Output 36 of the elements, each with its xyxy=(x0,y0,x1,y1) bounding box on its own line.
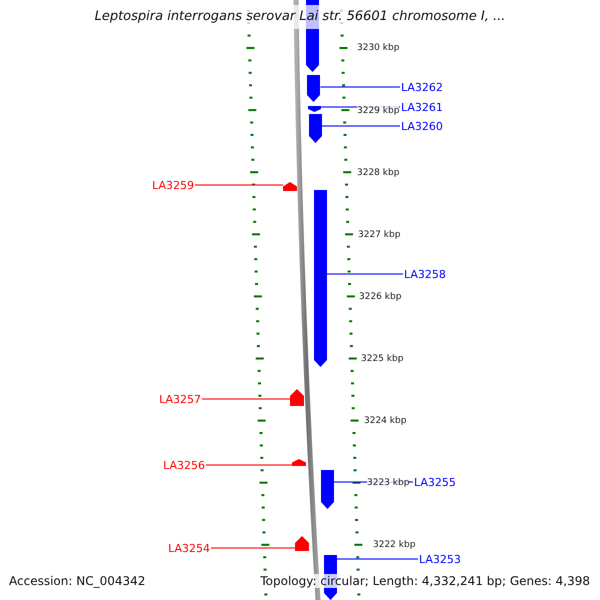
footer-text: Accession: NC_004342 xyxy=(9,574,146,588)
gene-marker xyxy=(308,114,322,143)
gene-label: LA3257 xyxy=(159,392,201,406)
gene-label: LA3254 xyxy=(168,542,210,554)
scale-label: 3224 kbp xyxy=(364,416,406,426)
gene-marker xyxy=(320,470,334,509)
title: Leptospira interrogans serovar Lai str. 56601 chromosome I, ... xyxy=(94,9,506,24)
gene-marker xyxy=(307,75,320,102)
scale-label: 3226 kbp xyxy=(359,292,402,302)
gene-label: LA3255 xyxy=(414,476,456,488)
gene-marker xyxy=(283,182,298,191)
gene-marker xyxy=(308,106,322,112)
scale-label: 3228 kbp xyxy=(357,168,400,178)
gene-marker xyxy=(290,389,304,406)
gene-label: LA3260 xyxy=(401,120,443,132)
gene-label: LA3259 xyxy=(152,178,194,192)
leader-line xyxy=(336,558,418,560)
leader-line xyxy=(202,398,291,400)
scale-label: 3227 kbp xyxy=(358,230,400,240)
gene-label: LA3262 xyxy=(401,80,443,94)
gene-label: LA3256 xyxy=(163,458,205,472)
gene-label: LA3253 xyxy=(419,552,461,566)
gene-marker xyxy=(314,190,327,367)
leader-line xyxy=(320,86,400,88)
gene-label: LA3261 xyxy=(401,100,443,114)
footer-text: Topology: circular; Length: 4,332,241 bp; Genes: 4,398 xyxy=(260,574,590,588)
scale-label: 3225 kbp xyxy=(361,354,404,364)
gene-marker xyxy=(294,536,309,551)
scale-label: 3230 kbp xyxy=(357,42,400,54)
scale-label: 3223 kbp xyxy=(367,478,410,488)
scale-label: 3222 kbp xyxy=(373,540,416,550)
gene-marker xyxy=(292,459,306,466)
leader-line xyxy=(194,184,284,186)
leader-line xyxy=(206,464,293,466)
gene-label: LA3258 xyxy=(404,268,446,280)
scale-label: 3229 kbp xyxy=(357,106,400,116)
